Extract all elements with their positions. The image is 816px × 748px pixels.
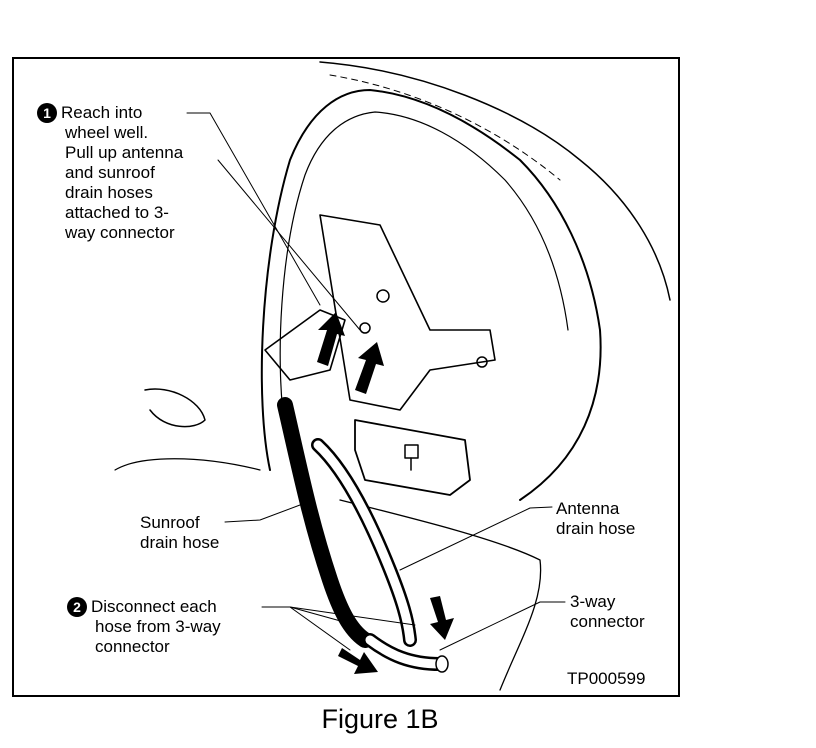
step2-line: connector: [95, 637, 170, 656]
step1-line: wheel well.: [65, 123, 149, 142]
panel-hole-2: [359, 322, 371, 334]
panel-hole-1: [376, 289, 390, 303]
sunroof-label-line: Sunroof: [140, 513, 200, 532]
up-arrow-1: [317, 312, 345, 366]
connector-label-line: 3-way: [570, 592, 616, 611]
sunroof-label-line: drain hose: [140, 533, 220, 552]
antenna-drain-hose-inner: [313, 440, 415, 645]
mounting-plate: [354, 419, 471, 496]
inner-panel: [319, 214, 496, 411]
panel-hole-3: [476, 356, 488, 368]
figure-code: TP000599: [567, 669, 646, 688]
wheel-well-inner-edge: [279, 111, 569, 431]
leader-antenna: [399, 506, 553, 571]
up-arrow-2: [355, 342, 384, 394]
fender-inner-line: [329, 74, 561, 181]
step2-line: hose from 3-way: [95, 617, 221, 636]
left-bumper-curve: [144, 388, 206, 428]
fender-outline: [319, 61, 671, 301]
leader-sunroof: [224, 504, 301, 523]
sunroof-drain-hose: [277, 397, 373, 648]
left-body-line: [114, 458, 261, 471]
connector-tube-inner: [365, 635, 445, 669]
antenna-label-line: Antenna: [556, 499, 620, 518]
step1-line: attached to 3-: [65, 203, 169, 222]
step1-number-badge: 1: [37, 103, 57, 123]
step2-line: Disconnect each: [91, 597, 217, 616]
sunroof-drain-hose-label: Sunroof drain hose: [140, 513, 219, 553]
down-arrow-right: [430, 596, 454, 640]
lower-body-line: [339, 499, 542, 691]
leader-step2-c: [289, 606, 351, 651]
step2-number-badge: 2: [67, 597, 87, 617]
leader-step2-b: [289, 606, 416, 626]
leader-3way: [439, 601, 566, 651]
inner-bracket: [264, 309, 346, 381]
figure-caption: Figure 1B: [321, 704, 439, 734]
step1-line: drain hoses: [65, 183, 153, 202]
plate-bolt: [404, 444, 419, 459]
step1-line: way connector: [65, 223, 175, 242]
down-arrow-left: [338, 648, 378, 674]
step1-line: Pull up antenna: [65, 143, 184, 162]
leader-step1-top: [186, 112, 321, 306]
three-way-connector-label: 3-way connector: [570, 592, 645, 632]
connector-end: [435, 655, 449, 673]
antenna-label-line: drain hose: [556, 519, 636, 538]
antenna-drain-hose-label: Antenna drain hose: [556, 499, 635, 539]
step1-line: and sunroof: [65, 163, 155, 182]
connector-label-line: connector: [570, 612, 645, 631]
wheel-well-opening: [260, 89, 602, 501]
step1-line: Reach into: [61, 103, 143, 122]
leader-step1-arrow2: [217, 159, 361, 331]
